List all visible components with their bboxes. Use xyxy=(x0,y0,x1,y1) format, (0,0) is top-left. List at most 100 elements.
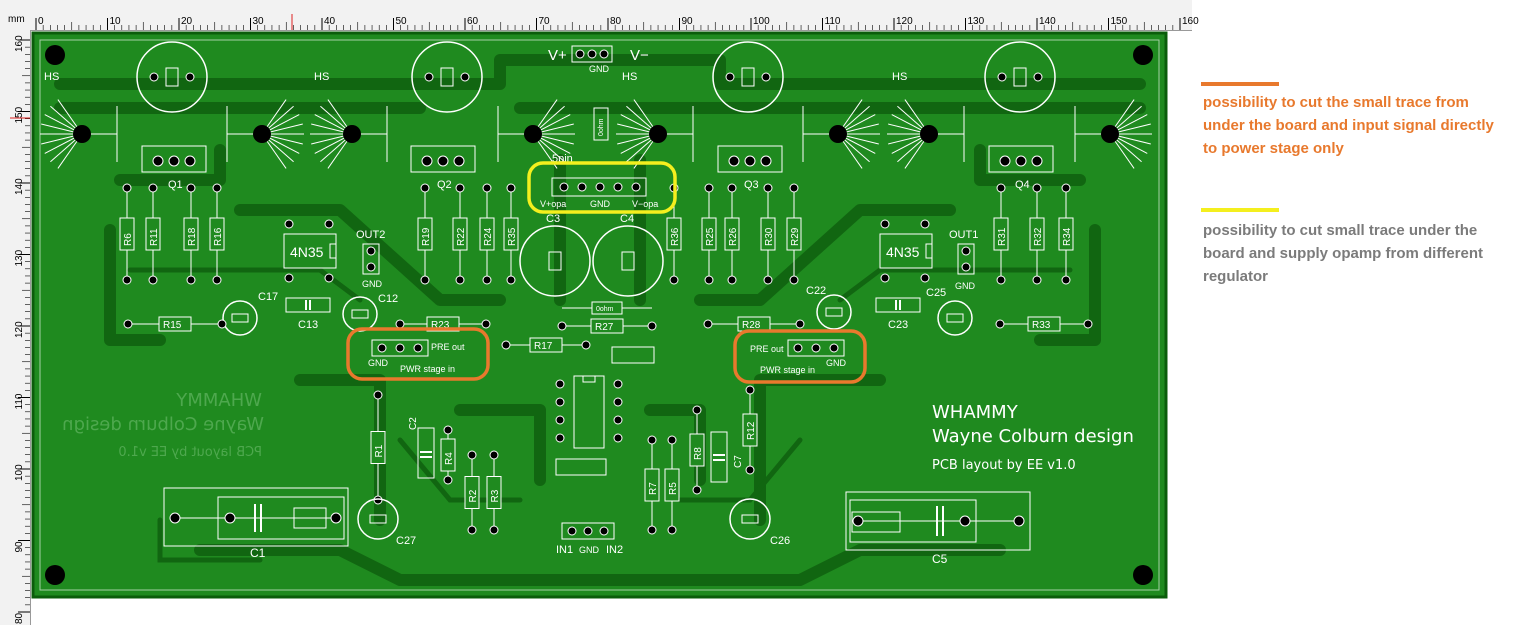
ruler-unit-label: mm xyxy=(8,14,25,25)
power-capacitor xyxy=(712,41,784,113)
resistor-r27: R27 xyxy=(557,318,657,334)
transistor-label: Q4 xyxy=(1015,179,1030,191)
top-capacitors xyxy=(136,41,1056,113)
ruler-tick-label: 140 xyxy=(1039,16,1056,27)
opto-label: 4N35 xyxy=(290,244,324,260)
resistor-label: R8 xyxy=(693,447,704,460)
opto-label: 4N35 xyxy=(886,244,920,260)
resistor-label: R7 xyxy=(648,482,659,495)
ruler-tick-label: 0 xyxy=(38,16,44,27)
resistor-r8: R8 xyxy=(689,405,705,495)
zero-ohm-link: 0ohm xyxy=(562,301,652,315)
heatsink-burst xyxy=(497,99,575,169)
resistor-label: R27 xyxy=(595,322,614,333)
vopa-plus-label: V+opa xyxy=(540,199,566,209)
cap-c27: C27 xyxy=(357,498,416,547)
resistor-label: R3 xyxy=(490,489,501,502)
opto-right: 4N35 xyxy=(879,219,933,283)
mounting-hole xyxy=(45,45,65,65)
pcb-board xyxy=(31,31,1168,599)
transistor-q4: Q4 xyxy=(988,145,1054,191)
resistor-r22: R22 xyxy=(452,183,468,285)
ruler-tick-label: 20 xyxy=(181,16,193,27)
resistor-label: R35 xyxy=(507,227,518,246)
ruler-tick-label: 150 xyxy=(14,106,25,123)
resistor-label: R16 xyxy=(213,227,224,246)
hs-label: HS xyxy=(314,71,329,83)
ruler-corner xyxy=(0,0,30,30)
ruler-tick-label: 40 xyxy=(324,16,336,27)
vopa-minus-label: V−opa xyxy=(632,199,658,209)
resistor-r26: R26 xyxy=(724,183,740,285)
c26-label: C26 xyxy=(770,535,790,547)
cap-c23: C23 xyxy=(875,297,921,331)
c25-label: C25 xyxy=(926,287,946,299)
c4-label: C4 xyxy=(620,213,634,225)
resistor-label: R33 xyxy=(1032,320,1051,331)
ruler-tick-label: 30 xyxy=(253,16,265,27)
transistor-label: Q3 xyxy=(744,179,759,191)
resistor-r19: R19 xyxy=(417,183,433,285)
resistor-r35: R35 xyxy=(503,183,519,285)
mounting-hole xyxy=(1133,565,1153,585)
heatsink-burst xyxy=(802,99,880,169)
board-designer: Wayne Colburn design xyxy=(932,426,1134,447)
resistor-label: R6 xyxy=(123,233,134,246)
cap-c13: C13 xyxy=(285,297,331,331)
mirrored-title: WHAMMY xyxy=(175,390,262,411)
gnd-label: GND xyxy=(826,358,847,368)
pre-out-label: PRE out xyxy=(750,344,784,354)
mounting-hole xyxy=(45,565,65,585)
c5-label: C5 xyxy=(932,552,948,566)
resistor-r3: R3 xyxy=(486,450,502,535)
ruler-tick-label: 100 xyxy=(14,464,25,481)
opamp-dip xyxy=(555,346,655,476)
resistor-label: R24 xyxy=(483,227,494,246)
heatsinks xyxy=(40,99,1152,169)
resistor-r25: R25 xyxy=(701,183,717,285)
resistor-label: R26 xyxy=(728,227,739,246)
resistor-label: R25 xyxy=(705,227,716,246)
resistor-r6: R6 xyxy=(119,183,135,285)
in2-label: IN2 xyxy=(606,544,623,556)
c17-label: C17 xyxy=(258,291,278,303)
ruler-tick-label: 150 xyxy=(1111,16,1128,27)
orange-highlight-right xyxy=(733,329,867,384)
transistor-q1: Q1 xyxy=(141,145,207,191)
resistor-r31: R31 xyxy=(993,183,1009,285)
orange-highlight-left xyxy=(346,327,490,381)
pre-out-label: PRE out xyxy=(431,342,465,352)
ruler-tick-label: 110 xyxy=(14,393,25,409)
resistor-r28: R28 xyxy=(703,316,805,332)
hs-label: HS xyxy=(892,71,907,83)
resistor-r30: R30 xyxy=(760,183,776,285)
board-title: WHAMMY xyxy=(932,402,1019,423)
ruler-tick-label: 130 xyxy=(14,249,25,266)
ohm-label: 0ohm xyxy=(598,118,605,136)
gnd-label: GND xyxy=(368,358,389,368)
hs-label: HS xyxy=(44,71,59,83)
resistor-label: R18 xyxy=(187,227,198,246)
heatsink-burst xyxy=(1074,99,1152,169)
power-capacitor xyxy=(136,41,208,113)
ruler-tick-label: 120 xyxy=(896,16,913,27)
opto-left: 4N35 xyxy=(283,219,337,283)
out2-header: OUT2 GND xyxy=(356,229,385,289)
ruler-tick-label: 100 xyxy=(753,16,770,27)
vplus-label: V+ xyxy=(548,47,567,64)
transistor-label: Q2 xyxy=(437,179,452,191)
resistor-r16: R16 xyxy=(209,183,225,285)
resistor-label: R31 xyxy=(997,227,1008,246)
c1-label: C1 xyxy=(250,546,266,560)
resistor-r1: R1 xyxy=(370,390,386,505)
film-cap-c5: C5 xyxy=(845,491,1031,566)
ruler-tick-label: 50 xyxy=(396,16,408,27)
ruler-tick-label: 140 xyxy=(14,178,25,195)
mirrored-layout-credit: PCB layout by EE v1.0 xyxy=(118,445,262,460)
c12-label: C12 xyxy=(378,293,398,305)
yellow-legend-bar xyxy=(1201,208,1279,212)
opamp-supply-header: 5pin V+opa GND V−opa xyxy=(540,153,658,209)
resistor-r34: R34 xyxy=(1058,183,1074,285)
